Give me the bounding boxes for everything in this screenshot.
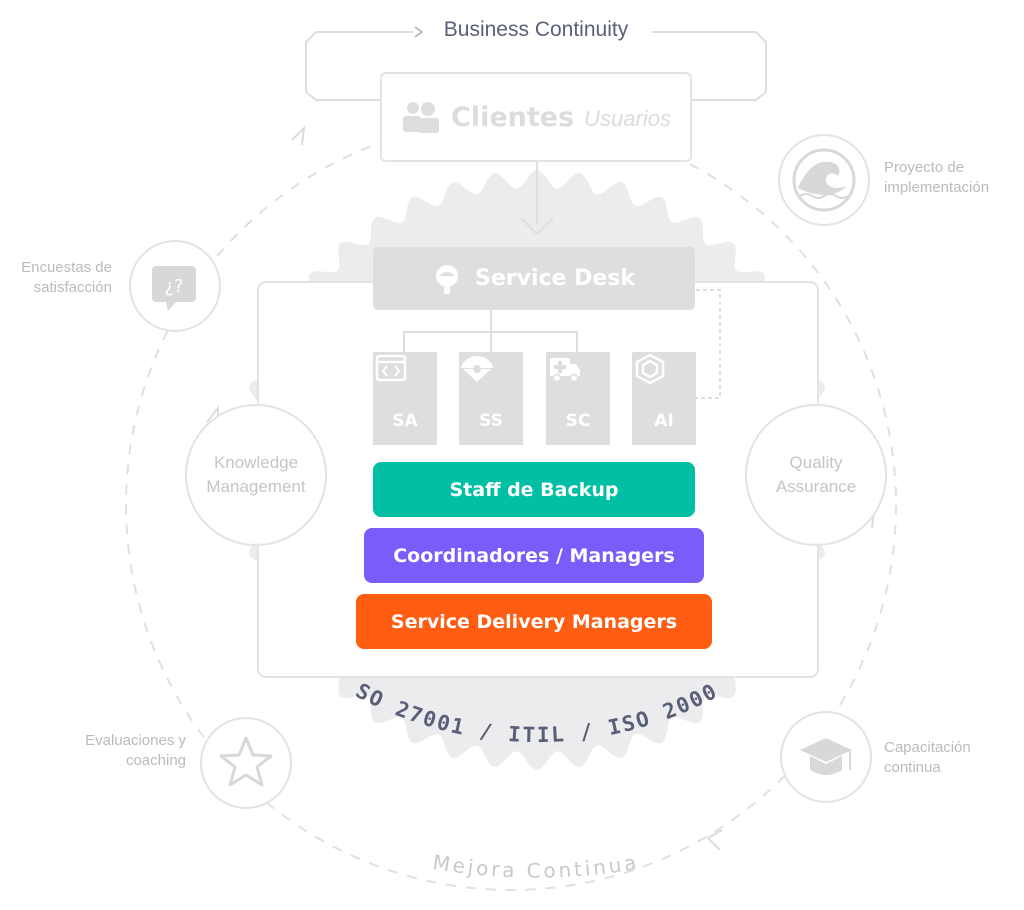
bar-coordinadores: Coordinadores / Managers	[364, 528, 704, 583]
tile-sc: SC	[546, 352, 610, 445]
service-desk-box: Service Desk	[373, 247, 695, 310]
hexagon-icon	[635, 353, 665, 384]
evaluaciones-label: Evaluaciones y coaching	[85, 732, 186, 769]
tile-ai: AI	[632, 352, 696, 445]
connector-arrowhead	[520, 217, 554, 236]
users-icon	[403, 102, 440, 133]
continuous-improvement-loop	[125, 119, 897, 891]
ai-dashed-link	[696, 289, 721, 399]
tile-sa: SA	[373, 352, 437, 445]
tile-ai-label: AI	[654, 411, 674, 431]
shield-icon	[461, 356, 493, 382]
svg-text:¿?: ¿?	[164, 276, 183, 297]
business-continuity-label: Business Continuity	[443, 18, 629, 41]
question-bubble-icon: ¿?	[152, 266, 196, 311]
quality-assurance-label: Quality Assurance	[775, 453, 857, 496]
tile-ss-label: SS	[479, 411, 503, 431]
service-desk-label: Service Desk	[474, 266, 636, 291]
proyecto-label: Proyecto de implementación	[884, 159, 990, 196]
improvement-arc-text: Mejora Continua	[431, 850, 641, 883]
clients-box: Clientes Usuarios	[380, 72, 692, 162]
continuity-arrowhead	[414, 26, 424, 38]
bar-service-delivery: Service Delivery Managers	[356, 594, 712, 649]
agent-headset-icon	[435, 264, 458, 294]
continuity-loop-right	[652, 31, 767, 101]
knowledge-circle	[185, 404, 327, 546]
quality-circle	[745, 404, 887, 546]
knowledge-management-label: Knowledge Management	[206, 453, 306, 496]
continuity-loop-left	[305, 31, 413, 101]
loop-arrow-top-left	[291, 125, 306, 146]
loop-arrow-bottom	[706, 829, 723, 851]
star-icon	[219, 736, 273, 787]
clients-title: Clientes	[451, 101, 575, 133]
ambulance-icon	[550, 358, 580, 383]
tile-sa-label: SA	[392, 411, 418, 431]
clients-subtitle: Usuarios	[584, 106, 671, 131]
encuestas-label: Encuestas de satisfacción	[21, 259, 112, 296]
tile-sc-label: SC	[565, 411, 591, 431]
graduation-cap-icon	[800, 738, 852, 775]
code-window-icon	[375, 354, 407, 382]
tile-ss: SS	[459, 352, 523, 445]
evaluaciones-circle	[200, 717, 292, 809]
capacitacion-label: Capacitación continua	[884, 739, 971, 776]
bar-staff-backup: Staff de Backup	[373, 462, 695, 517]
wave-icon	[792, 148, 856, 212]
